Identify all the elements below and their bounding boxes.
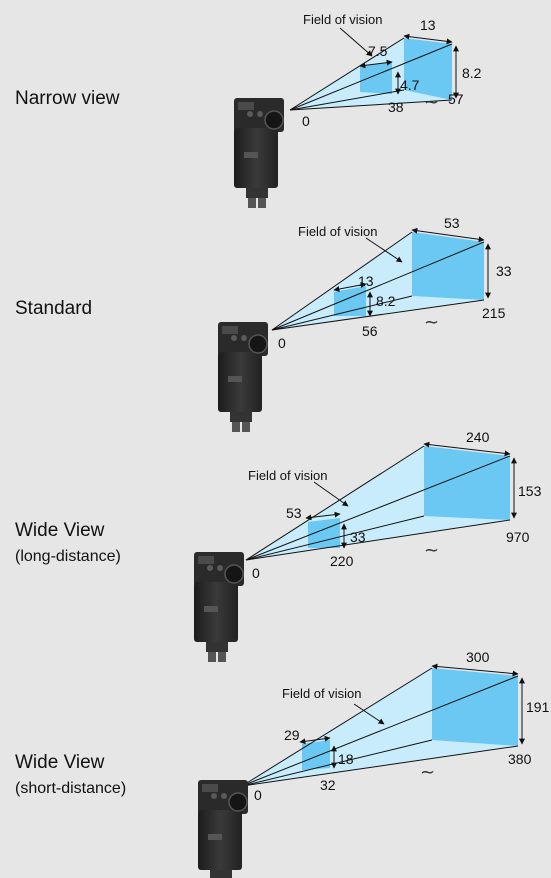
wide-short-tilde: ~ — [420, 762, 435, 783]
narrow-near-plane — [360, 62, 392, 94]
standard-diagram: Field of vision 13 8.2 56 53 33 215 0 ~ — [217, 215, 512, 433]
wide-short-origin: 0 — [254, 787, 262, 803]
wide-long-near-width: 53 — [286, 505, 302, 521]
wide-long-camera-image — [193, 551, 245, 663]
wide-short-near-plane — [302, 740, 330, 770]
wide-short-far-plane — [432, 668, 518, 746]
standard-far-plane — [412, 232, 484, 300]
narrow-origin: 0 — [302, 113, 310, 129]
narrow-near-height: 4.7 — [400, 77, 420, 93]
wide-short-diagram: Field of vision 29 18 32 300 191 380 0 ~ — [197, 649, 550, 878]
narrow-view-diagram: Field of vision 7.5 4.7 38 13 8.2 57 0 ~ — [233, 12, 482, 209]
section-title-narrow: Narrow view — [15, 88, 120, 109]
narrow-fov-label: Field of vision — [303, 12, 382, 27]
wide-long-far-plane — [424, 446, 510, 520]
section-title-wide-short: Wide View — [15, 752, 105, 773]
wide-short-far-distance: 380 — [508, 751, 532, 767]
narrow-far-height: 8.2 — [462, 65, 482, 81]
wide-short-camera-image — [197, 779, 249, 878]
section-title-wide-long: Wide View — [15, 520, 105, 541]
standard-origin: 0 — [278, 335, 286, 351]
wide-short-near-width: 29 — [284, 727, 300, 743]
section-subtitle-wide-long: (long-distance) — [15, 548, 121, 565]
wide-long-fov-label: Field of vision — [248, 468, 327, 483]
standard-near-height: 8.2 — [376, 293, 396, 309]
wide-long-near-plane — [308, 518, 340, 548]
standard-far-width: 53 — [444, 215, 460, 231]
section-title-standard: Standard — [15, 298, 93, 319]
standard-far-height: 33 — [496, 263, 512, 279]
standard-camera-image — [217, 321, 269, 433]
standard-near-width: 13 — [358, 273, 374, 289]
narrow-tilde: ~ — [424, 92, 439, 113]
wide-long-far-width: 240 — [466, 429, 490, 445]
wide-short-near-distance: 32 — [320, 777, 336, 793]
narrow-far-width: 13 — [420, 17, 436, 33]
standard-tilde: ~ — [424, 312, 439, 333]
wide-short-far-width: 300 — [466, 649, 490, 665]
standard-fov-label: Field of vision — [298, 224, 377, 239]
wide-short-near-height: 18 — [338, 751, 354, 767]
standard-far-distance: 215 — [482, 305, 506, 321]
narrow-near-distance: 38 — [388, 99, 404, 115]
narrow-near-width: 7.5 — [368, 43, 388, 59]
wide-long-near-distance: 220 — [330, 553, 354, 569]
narrow-far-plane — [404, 38, 452, 100]
standard-near-plane — [334, 286, 366, 316]
wide-long-tilde: ~ — [424, 540, 439, 561]
wide-long-far-distance: 970 — [506, 529, 530, 545]
narrow-camera-image — [233, 97, 285, 209]
wide-short-far-height: 191 — [526, 699, 550, 715]
standard-near-distance: 56 — [362, 323, 378, 339]
wide-long-origin: 0 — [252, 565, 260, 581]
wide-long-near-height: 33 — [350, 529, 366, 545]
narrow-far-distance: 57 — [448, 91, 464, 107]
section-subtitle-wide-short: (short-distance) — [15, 780, 127, 797]
wide-long-diagram: Field of vision 53 33 220 240 153 970 0 … — [193, 429, 542, 663]
wide-long-far-height: 153 — [518, 483, 542, 499]
wide-short-fov-label: Field of vision — [282, 686, 361, 701]
